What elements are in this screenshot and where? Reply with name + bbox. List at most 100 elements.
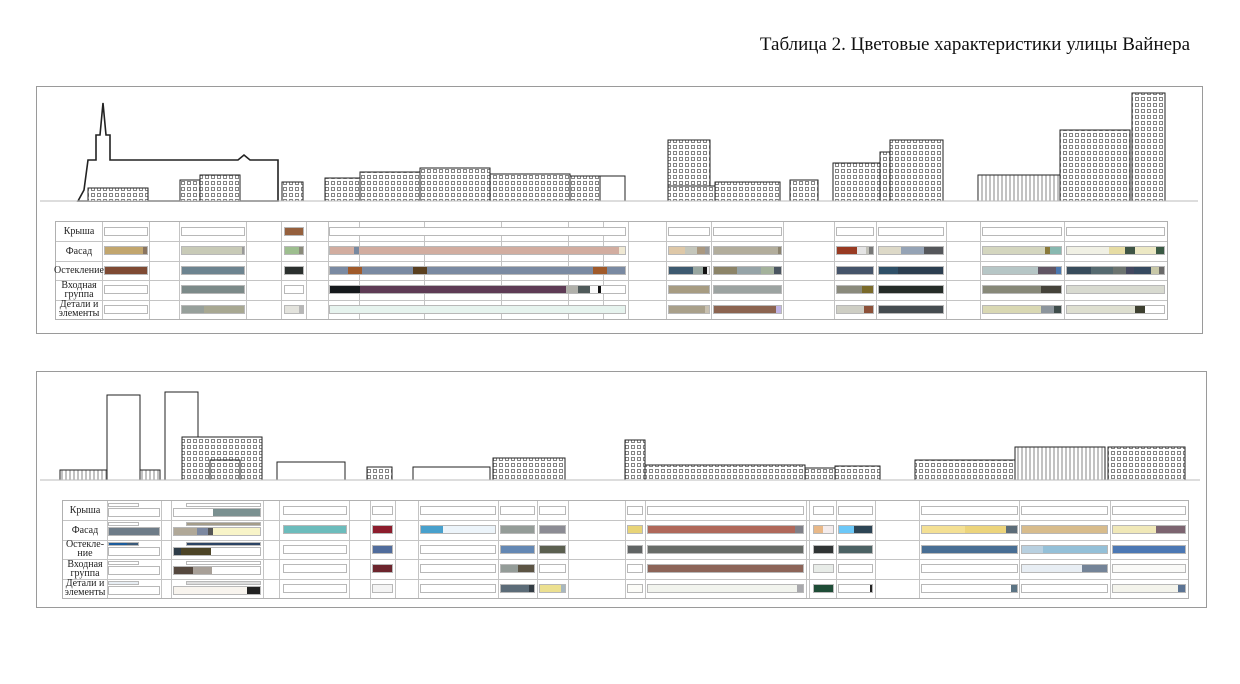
color-swatch — [1112, 583, 1186, 593]
building-windows — [668, 140, 710, 186]
color-segment — [540, 526, 565, 534]
color-segment — [865, 247, 870, 255]
color-segment — [501, 545, 534, 553]
color-swatch — [284, 246, 304, 256]
color-segment — [1151, 266, 1160, 274]
color-segment — [839, 526, 854, 534]
color-segment — [501, 526, 534, 534]
color-segment — [1045, 247, 1051, 255]
column-divider — [279, 501, 280, 598]
color-segment — [922, 526, 965, 534]
color-segment — [1125, 247, 1135, 255]
column-divider — [418, 501, 419, 598]
color-segment — [109, 528, 159, 536]
color-swatch — [372, 564, 393, 574]
color-segment — [174, 509, 213, 516]
color-segment — [796, 584, 803, 592]
color-segment — [284, 526, 346, 534]
color-swatch — [713, 285, 782, 295]
color-swatch — [372, 506, 393, 515]
color-swatch — [878, 285, 944, 295]
color-segment — [619, 247, 625, 255]
color-segment — [197, 528, 209, 536]
color-swatch — [1112, 506, 1186, 515]
color-swatch — [813, 506, 834, 515]
color-segment — [109, 542, 127, 545]
color-segment — [1022, 565, 1082, 573]
color-swatch — [1066, 265, 1165, 275]
color-segment — [501, 565, 518, 573]
color-segment — [298, 305, 303, 313]
building-windows — [978, 175, 1060, 201]
color-segment — [839, 545, 872, 553]
color-segment — [1067, 286, 1164, 294]
color-segment — [126, 542, 139, 545]
color-segment — [693, 266, 703, 274]
color-segment — [714, 286, 781, 294]
column-divider — [149, 222, 150, 319]
color-swatch — [173, 566, 261, 576]
color-swatch — [836, 265, 874, 275]
color-segment — [774, 266, 781, 274]
color-swatch — [627, 583, 643, 593]
color-swatch — [1021, 564, 1108, 574]
color-swatch — [539, 544, 566, 554]
color-segment — [1067, 305, 1135, 313]
color-segment — [864, 305, 873, 313]
row-divider — [56, 241, 1167, 243]
color-segment — [837, 247, 857, 255]
building-windows — [367, 467, 392, 480]
color-segment — [869, 247, 873, 255]
color-segment — [592, 266, 608, 274]
row-divider — [56, 280, 1167, 282]
color-segment — [901, 247, 924, 255]
building-windows — [1108, 447, 1185, 480]
color-segment — [628, 584, 642, 592]
column-divider — [836, 501, 837, 598]
color-swatch — [329, 285, 626, 295]
color-segment — [777, 247, 781, 255]
color-swatch — [539, 525, 566, 535]
color-segment — [359, 247, 620, 255]
building — [276, 461, 346, 481]
color-swatch-upper — [186, 503, 261, 507]
color-segment — [705, 305, 709, 313]
color-segment — [174, 567, 193, 575]
building — [599, 175, 626, 202]
color-segment — [187, 581, 260, 584]
color-swatch — [982, 265, 1062, 275]
color-swatch — [329, 227, 626, 236]
building-windows — [1060, 130, 1130, 201]
color-segment — [1134, 305, 1145, 313]
color-swatch — [878, 227, 944, 236]
color-swatch — [173, 585, 261, 595]
column-divider — [666, 222, 667, 319]
color-swatch-upper — [186, 580, 261, 585]
color-swatch — [813, 544, 834, 554]
color-segment — [648, 565, 803, 573]
color-segment — [879, 247, 902, 255]
color-segment — [862, 286, 873, 294]
color-swatch — [372, 525, 393, 535]
color-swatch — [627, 544, 643, 554]
color-swatch — [647, 564, 804, 574]
color-swatch — [713, 304, 782, 314]
column-divider — [876, 222, 877, 319]
color-swatch — [104, 265, 148, 275]
color-segment — [1108, 247, 1126, 255]
color-swatch — [836, 285, 874, 295]
color-swatch — [1021, 583, 1108, 593]
color-swatch — [982, 246, 1062, 256]
column-divider — [1019, 501, 1020, 598]
color-segment — [669, 266, 693, 274]
color-segment — [814, 545, 833, 553]
color-swatch — [104, 304, 148, 314]
color-swatch — [813, 564, 834, 574]
color-segment — [879, 305, 943, 313]
color-segment — [1056, 266, 1061, 274]
color-swatch — [1112, 544, 1186, 554]
building — [412, 466, 491, 481]
color-swatch — [713, 265, 782, 275]
color-swatch — [647, 583, 804, 593]
color-segment — [1040, 305, 1054, 313]
